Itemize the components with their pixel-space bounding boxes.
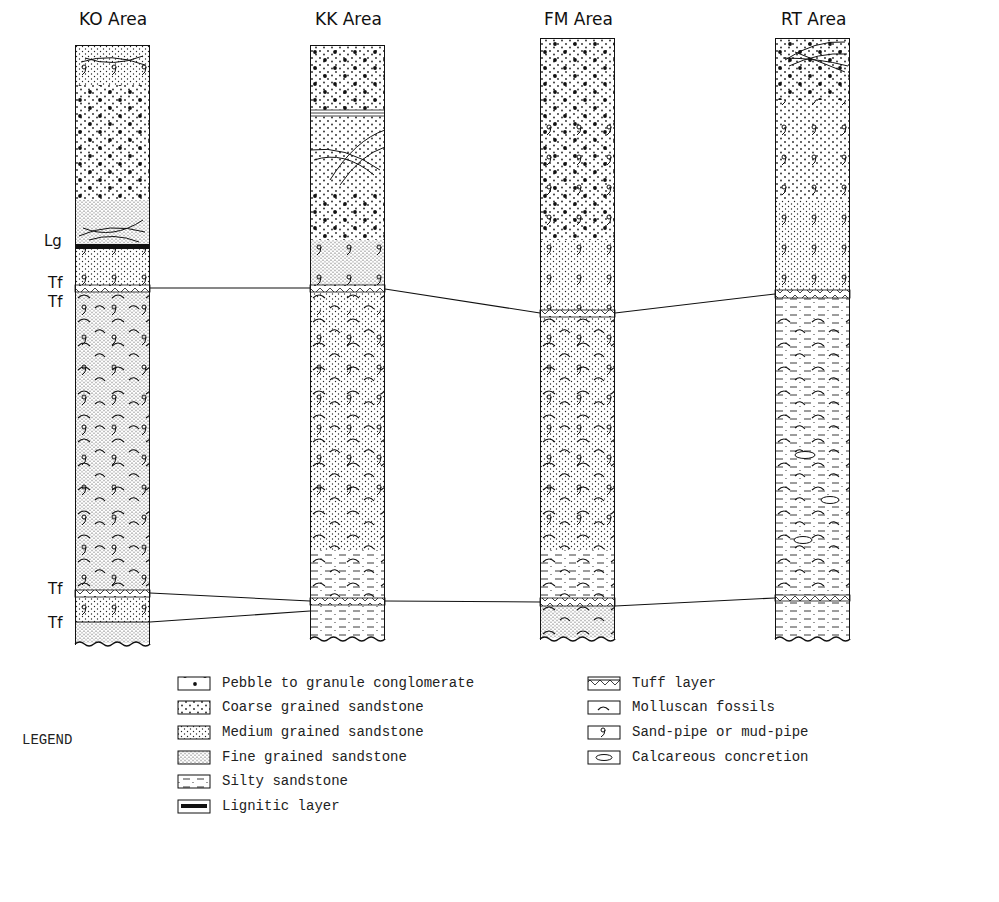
column-title: FM Area	[544, 9, 613, 29]
kk-column-fill	[310, 45, 385, 641]
correlation-line	[150, 593, 310, 601]
correlation-line	[385, 601, 540, 602]
bed-label: Tf	[48, 293, 62, 311]
legend-text: Medium grained sandstone	[222, 724, 424, 740]
bed-label: Lg	[44, 232, 62, 250]
legend-text: Calcareous concretion	[632, 749, 808, 765]
legend-heading: LEGEND	[22, 732, 72, 748]
correlation-line	[385, 289, 540, 313]
legend-text: Silty sandstone	[222, 773, 348, 789]
rt-column-fill	[775, 38, 850, 641]
bed-label: Tf	[48, 614, 62, 632]
legend-text: Lignitic layer	[222, 798, 340, 814]
legend-text: Tuff layer	[632, 675, 716, 691]
column-title: KO Area	[79, 9, 147, 29]
bed-label: Tf	[48, 274, 62, 292]
correlation-line	[615, 598, 775, 606]
correlation-line	[150, 611, 310, 622]
correlation-line	[615, 294, 775, 313]
ko-column-fill	[75, 45, 150, 646]
correlation-line	[150, 287, 310, 288]
strat-column: FM Area	[540, 38, 615, 640]
legend-text: Sand-pipe or mud-pipe	[632, 724, 808, 740]
legend-text: Coarse grained sandstone	[222, 699, 424, 715]
bed-label: Tf	[48, 580, 62, 598]
strat-column: KK Area	[310, 45, 385, 640]
strat-column: KO Area	[75, 45, 150, 645]
column-title: KK Area	[315, 9, 382, 29]
legend-swatches	[178, 677, 620, 813]
legend-text: Pebble to granule conglomerate	[222, 675, 474, 691]
strat-column: RT Area	[775, 38, 850, 640]
legend-text: Fine grained sandstone	[222, 749, 407, 765]
fm-column-fill	[540, 38, 615, 641]
column-title: RT Area	[781, 9, 847, 29]
legend-text: Molluscan fossils	[632, 699, 775, 715]
